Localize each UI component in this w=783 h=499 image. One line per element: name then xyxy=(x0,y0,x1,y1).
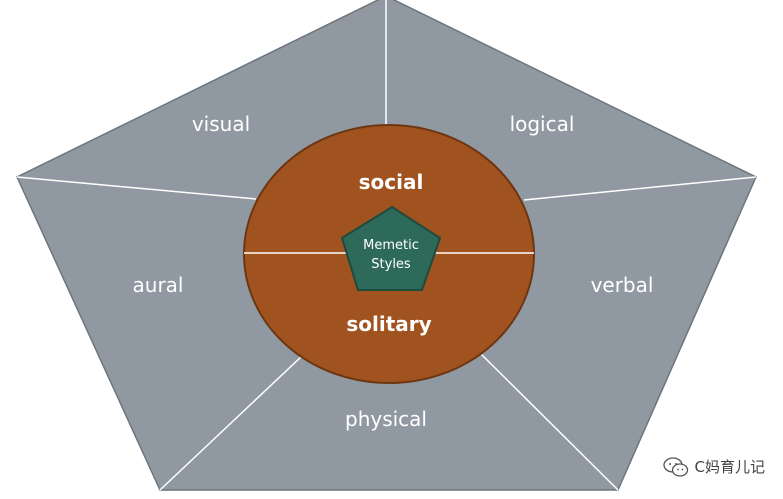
watermark: C妈育儿记 xyxy=(662,456,765,477)
segment-label-visual: visual xyxy=(192,112,250,136)
segment-label-physical: physical xyxy=(345,407,427,431)
divider-verbal-physical xyxy=(479,352,619,491)
segment-label-aural: aural xyxy=(133,273,184,297)
core-label-line2: Styles xyxy=(371,257,411,272)
segment-label-verbal: verbal xyxy=(591,273,654,297)
core-label-line1: Memetic xyxy=(363,238,419,253)
divider-aural-visual xyxy=(16,176,257,200)
segment-label-logical: logical xyxy=(510,112,575,136)
divider-physical-aural xyxy=(159,355,303,491)
watermark-text: C妈育儿记 xyxy=(694,458,765,476)
divider-logical-verbal xyxy=(523,176,757,201)
core-pentagon xyxy=(340,205,442,291)
ring-label-social: social xyxy=(359,170,424,194)
ring-label-solitary: solitary xyxy=(346,312,431,336)
wechat-icon xyxy=(662,456,688,477)
